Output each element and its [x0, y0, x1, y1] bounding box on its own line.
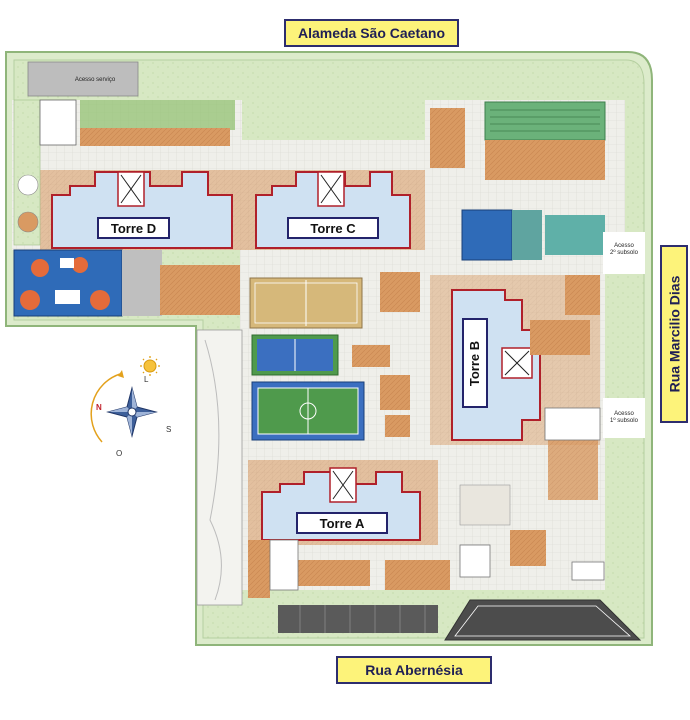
- compass-north-label: N: [96, 403, 102, 412]
- compass-rose: [90, 370, 158, 443]
- compass-east-label: L: [144, 375, 149, 384]
- tower-c-label: Torre C: [287, 217, 379, 239]
- tower-d-label: Torre D: [97, 217, 170, 239]
- driveways: [603, 232, 645, 438]
- basement-1-access-label: Acesso 1º subsolo: [603, 411, 645, 425]
- tower-b-label: Torre B: [462, 318, 488, 408]
- street-label-rua-abernesia: Rua Abernésia: [336, 656, 492, 684]
- compass-west-label: O: [116, 449, 122, 458]
- tower-b-label-text: Torre B: [467, 340, 483, 386]
- basement-2-access-line2: 2º subsolo: [610, 250, 638, 256]
- basement-2-access-line1: Acesso: [614, 243, 634, 249]
- compass-south-label: S: [166, 425, 171, 434]
- amenity-decks: [160, 265, 605, 598]
- basement-1-access-line1: Acesso: [614, 411, 634, 417]
- parking-entrance: [278, 599, 642, 641]
- playground: [13, 249, 162, 317]
- service-access-label: Acesso serviço: [74, 77, 116, 83]
- sport-courts: [249, 277, 390, 441]
- pool-and-gym: [430, 101, 606, 261]
- street-label-rua-marcilio-dias-text: Rua Marcilio Dias: [666, 275, 683, 393]
- street-label-rua-marcilio-dias: Rua Marcilio Dias: [660, 245, 688, 423]
- basement-1-access-line2: 1º subsolo: [610, 418, 638, 424]
- service-access-area: [27, 61, 139, 97]
- street-label-alameda-sao-caetano: Alameda São Caetano: [284, 19, 459, 47]
- left-garden: [13, 99, 235, 246]
- basement-2-access-label: Acesso 2º subsolo: [603, 243, 645, 257]
- sun-icon: [140, 356, 160, 376]
- ramp-area: [196, 329, 243, 606]
- tower-a-label: Torre A: [296, 512, 388, 534]
